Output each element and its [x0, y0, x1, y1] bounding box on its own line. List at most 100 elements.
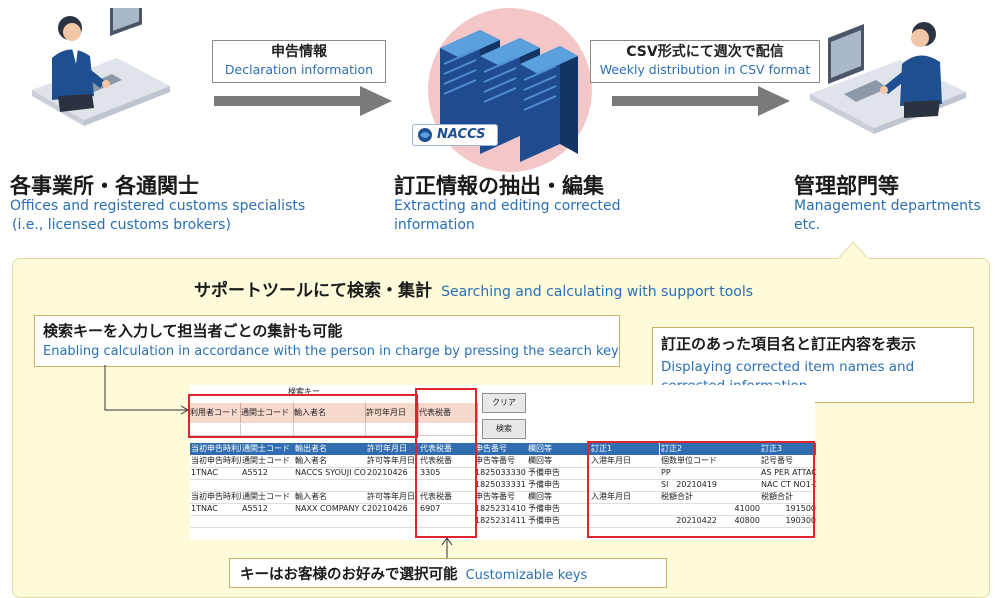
- search-key-callout: 検索キーを入力して担当者ごとの集計も可能 Enabling calculatio…: [34, 315, 620, 367]
- customizable-keys-text: キーはお客様のお好みで選択可能 Customizable keys: [240, 563, 587, 584]
- grid-cell: 欄回等: [528, 492, 552, 501]
- extracting-subtitle-1: Extracting and editing corrected: [394, 198, 621, 214]
- search-key-callout-en: Enabling calculation in accordance with …: [43, 344, 619, 359]
- csv-distribution-label: CSV形式にて週次で配信 Weekly distribution in CSV …: [590, 40, 820, 83]
- grid-cell: 申告等番号: [475, 492, 515, 501]
- naccs-globe-icon: [418, 128, 432, 142]
- corrections-highlight: [587, 441, 815, 538]
- management-subtitle-2: etc.: [794, 217, 821, 233]
- grid-cell: 入港年月日: [591, 456, 631, 465]
- search-key-input-cell[interactable]: [190, 424, 241, 436]
- support-tool-spreadsheet: 検索キー 利用者コード通関士コード輸入者名許可年月日代表税番 クリア 検索 当初…: [190, 385, 816, 540]
- search-key-input-cell[interactable]: [294, 424, 366, 436]
- declaration-info-label: 申告情報 Declaration information: [212, 40, 386, 83]
- declaration-info-en: Declaration information: [224, 62, 374, 77]
- grid-cell: 欄回等: [528, 456, 552, 465]
- grid-cell: 輸入者名: [295, 492, 327, 501]
- search-button[interactable]: 検索: [482, 419, 526, 439]
- grid-header-cell: 訂正2: [660, 443, 717, 455]
- offices-subtitle-2: (i.e., licensed customs brokers): [12, 217, 231, 233]
- grid-cell: 個数単位コード: [661, 456, 717, 465]
- table-row: [190, 491, 815, 504]
- grid-cell: 当初申告時利用: [191, 492, 241, 501]
- corrected-display-callout-jp: 訂正のあった項目名と訂正内容を表示: [661, 335, 917, 353]
- grid-cell: NAC CT NO1-10: [761, 480, 816, 489]
- search-key-input-cell[interactable]: [241, 424, 294, 436]
- grid-cell: NACCS SYOUJI CO.: [295, 468, 366, 477]
- search-key-callout-jp: 検索キーを入力して担当者ごとの集計も可能: [43, 322, 343, 340]
- grid-cell: A5512: [242, 504, 268, 513]
- arrow-right-icon: [214, 86, 392, 116]
- grid-cell: 予備申告: [528, 504, 560, 513]
- panel-pointer: [838, 241, 868, 260]
- grid-header-cell: 当初申告時利用: [190, 443, 241, 455]
- grid-cell: 3305: [420, 468, 441, 477]
- search-key-input-cell[interactable]: [419, 424, 478, 436]
- grid-cell: 20210426: [367, 504, 408, 513]
- grid-cell: 191500: [785, 504, 816, 513]
- grid-cell: 申告等番号: [475, 456, 515, 465]
- grid-header-cell: 訂正1: [590, 443, 659, 455]
- grid-cell: 記号番号: [761, 456, 793, 465]
- grid-cell: [241, 479, 294, 491]
- management-worker-illustration: [810, 22, 966, 134]
- naccs-server-illustration: [428, 8, 592, 172]
- grid-cell: 入港年月日: [591, 492, 631, 501]
- grid-cell: [294, 479, 366, 491]
- corrected-display-callout-en-1: Displaying corrected item names and: [661, 359, 915, 375]
- customizable-keys-jp: キーはお客様のお好みで選択可能: [240, 567, 458, 583]
- extracting-subtitle-2: information: [394, 217, 475, 233]
- grid-cell: 1TNAC: [191, 504, 218, 513]
- customizable-keys-callout: キーはお客様のお好みで選択可能 Customizable keys: [229, 558, 667, 588]
- grid-cell: 20210426: [367, 468, 408, 477]
- grid-cell: 40800: [734, 516, 760, 525]
- table-row: [190, 467, 815, 480]
- grid-cell: [294, 515, 366, 527]
- grid-cell: 20210422: [676, 516, 717, 525]
- table-row: [190, 503, 815, 516]
- grid-cell: 6907: [420, 504, 441, 513]
- grid-cell: 通関士コード: [242, 492, 290, 501]
- grid-cell: 輸入者名: [295, 456, 327, 465]
- grid-header-cell: 申告番号: [474, 443, 527, 455]
- clear-button[interactable]: クリア: [482, 393, 526, 413]
- search-key-header-cell: 許可年月日: [366, 403, 419, 423]
- grid-header-cell: [717, 443, 760, 455]
- grid-cell: 41000: [734, 504, 760, 513]
- arrow-right-icon: [612, 86, 790, 116]
- grid-cell: 1825231411: [475, 516, 526, 525]
- grid-cell: 予備申告: [528, 468, 560, 477]
- grid-cell: [190, 515, 241, 527]
- table-row: [190, 479, 815, 492]
- grid-cell: 税額合計: [661, 492, 693, 501]
- grid-cell: 代表税番: [420, 492, 452, 501]
- search-key-input-cell[interactable]: [366, 424, 419, 436]
- grid-cell: 1825033331: [475, 480, 526, 489]
- grid-cell: 予備申告: [528, 516, 560, 525]
- connector-line: [104, 365, 190, 415]
- grid-cell: [241, 515, 294, 527]
- office-worker-illustration: [32, 8, 170, 126]
- offices-subtitle-1: Offices and registered customs specialis…: [10, 198, 306, 214]
- table-row: [190, 455, 815, 468]
- search-key-header-cell: 輸入者名: [294, 403, 366, 423]
- grid-cell: 許可等年月日: [367, 492, 415, 501]
- grid-header-cell: 訂正3: [760, 443, 816, 455]
- grid-header-cell: 輸出者名: [294, 443, 366, 455]
- grid-cell: PP: [661, 468, 671, 477]
- grid-cell: [366, 515, 419, 527]
- search-key-header-cell: 通関士コード: [241, 403, 294, 423]
- grid-cell: 当初申告時利用: [191, 456, 241, 465]
- search-key-header-cell: 代表税番: [419, 403, 478, 423]
- grid-cell: 税額合計: [761, 492, 793, 501]
- csv-distribution-jp: CSV形式にて週次で配信: [626, 44, 784, 60]
- grid-cell: A5512: [242, 468, 268, 477]
- grid-cell: 代表税番: [420, 456, 452, 465]
- grid-header-cell: 通関士コード: [241, 443, 294, 455]
- search-key-header-cell: 利用者コード: [190, 403, 241, 423]
- grid-cell: 1825231410: [475, 504, 526, 513]
- grid-cell: AS PER ATTACHED: [761, 468, 816, 477]
- search-key-highlight: [188, 394, 418, 438]
- connector-up-arrow: [441, 537, 453, 559]
- grid-cell: [366, 479, 419, 491]
